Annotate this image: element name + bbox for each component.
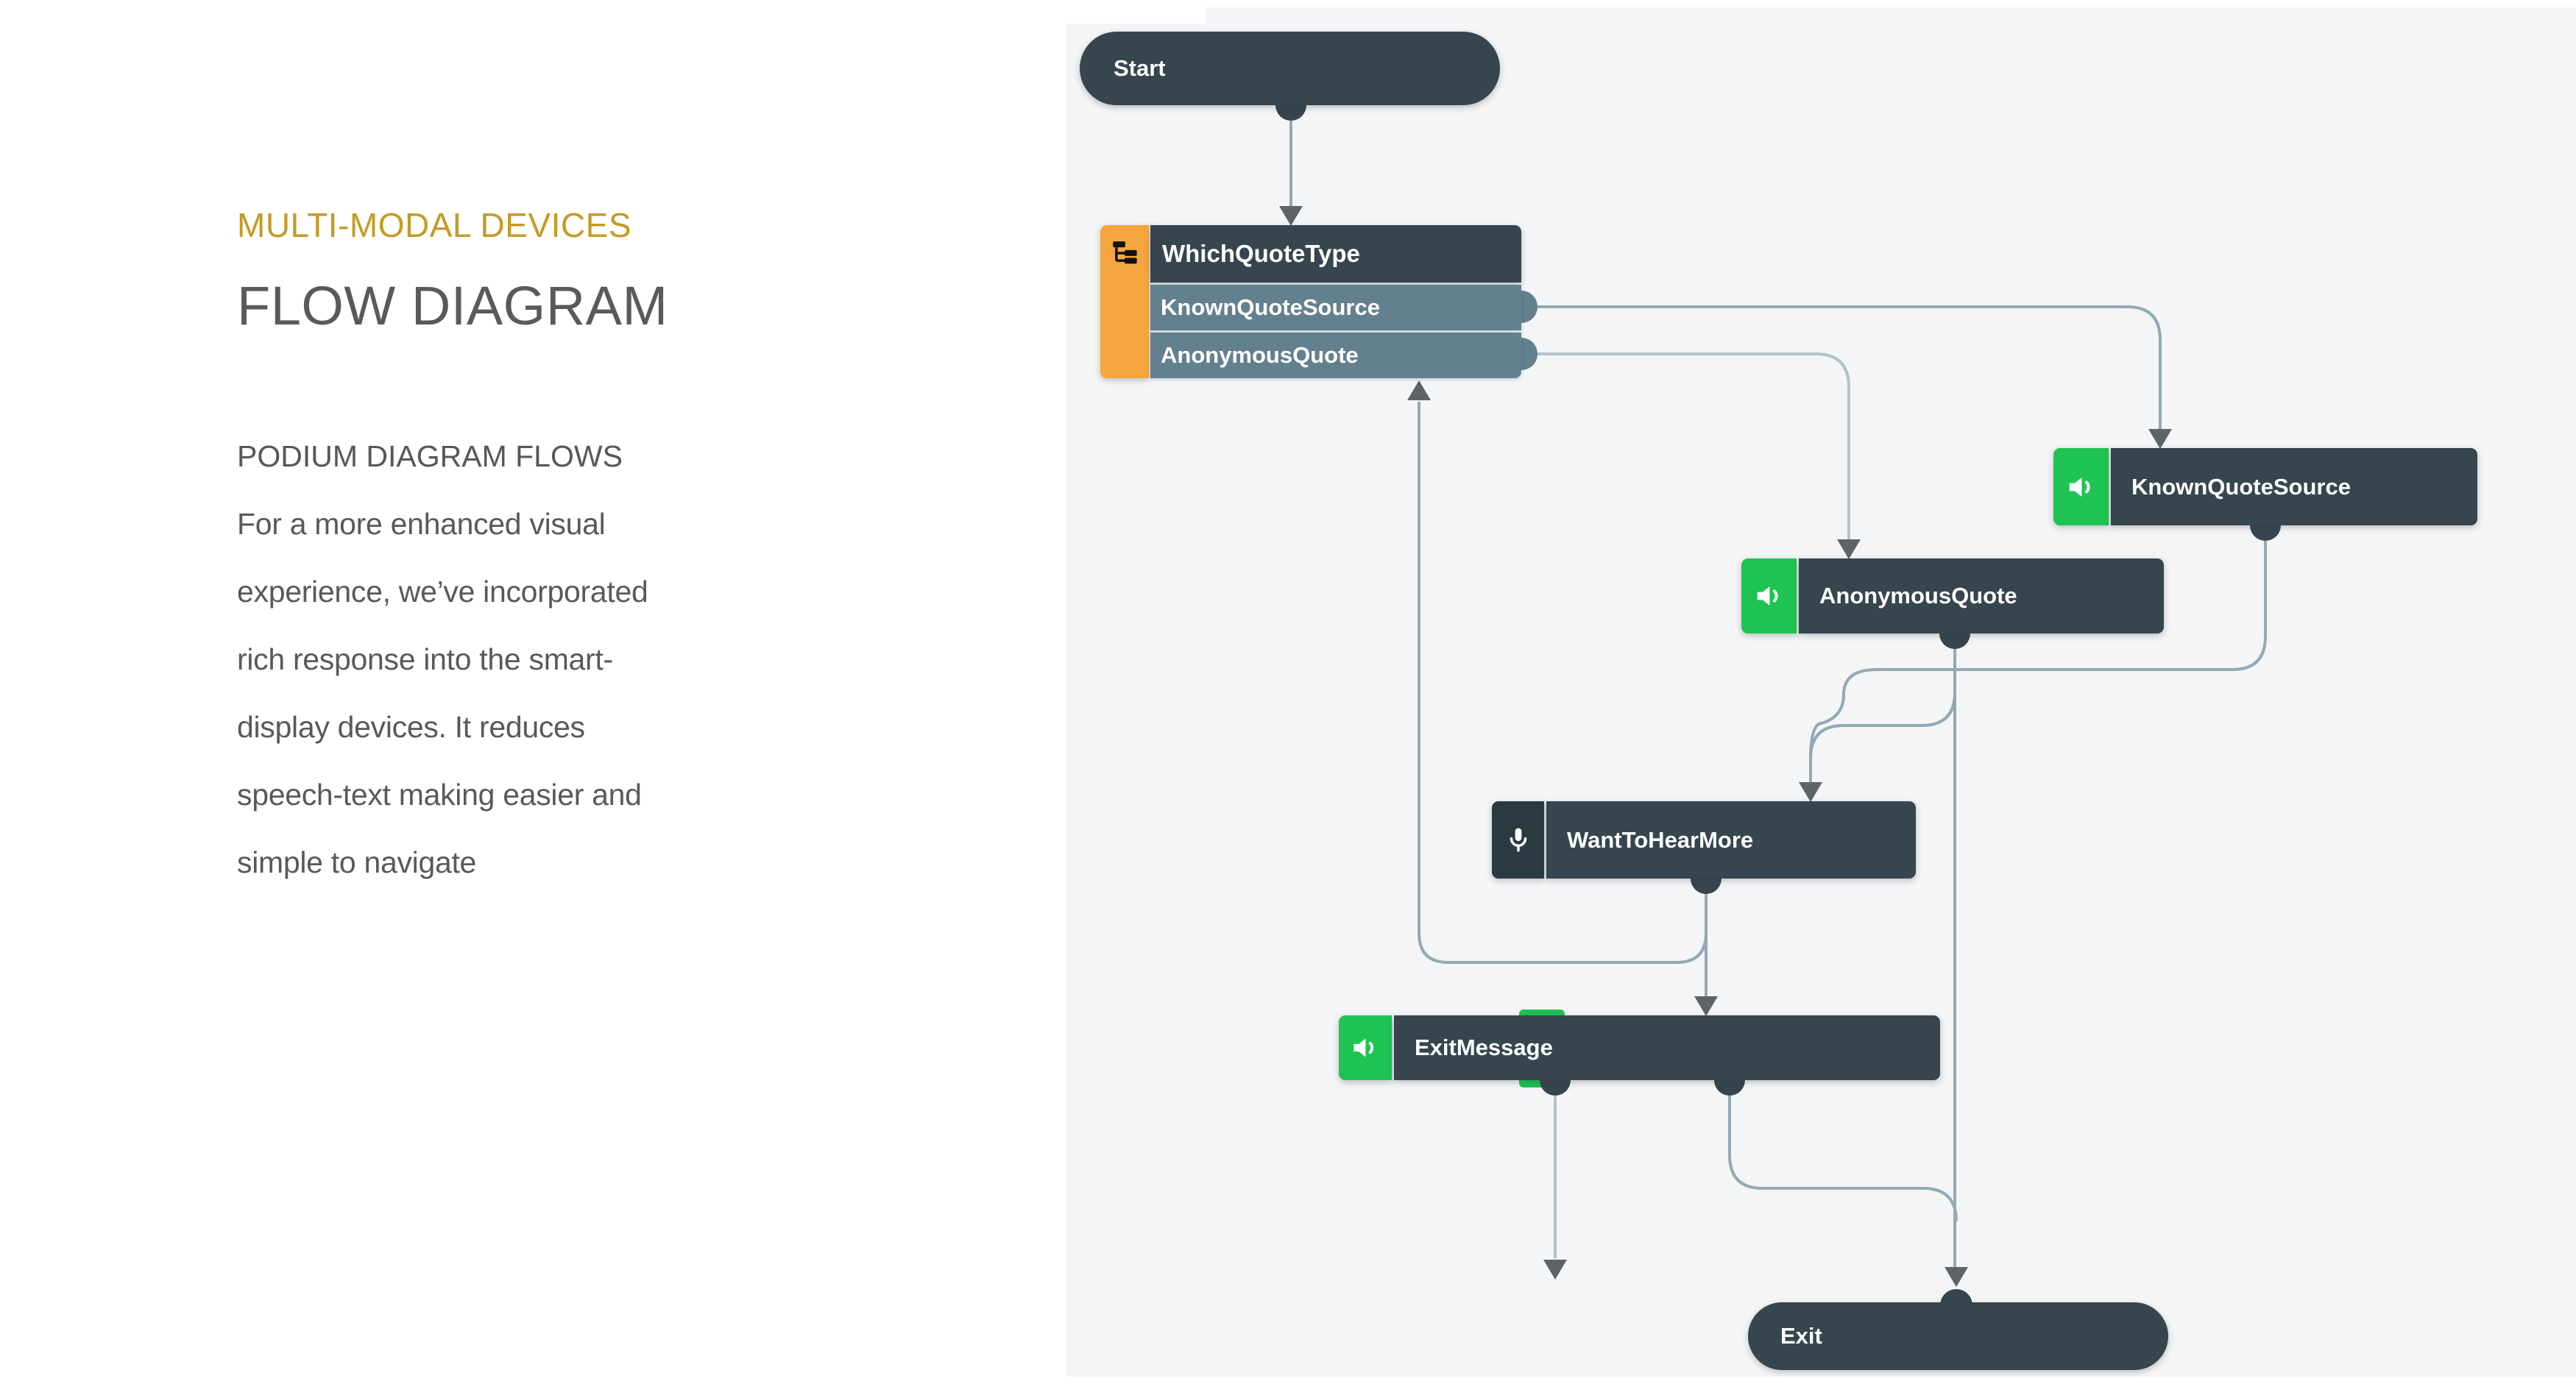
branch-row-label: KnownQuoteSource [1161,294,1380,320]
canvas-corner-notch [1066,7,1205,24]
microphone-icon [1510,828,1526,852]
arrowhead-up [1407,380,1431,400]
node-wanttohearmore[interactable]: WantToHearMore [1492,801,1916,879]
speaker-icon [1354,1038,1374,1057]
body-heading: PODIUM DIAGRAM FLOWS [237,439,623,474]
arrowheads [1279,206,2172,1287]
connector-anonymousquote-wanttohearmore [1809,634,1956,792]
branch-node-header[interactable]: WhichQuoteType [1150,225,1521,283]
arrowhead [1945,1267,1968,1287]
node-label: Start [1114,55,1166,81]
node-exit[interactable]: Exit [1748,1302,2168,1370]
node-knownquotesource[interactable]: KnownQuoteSource [2053,448,2477,525]
node-label: KnownQuoteSource [2131,473,2351,500]
speech-icon-block [1741,558,1797,634]
node-body: ExitMessage [1394,1015,1940,1080]
speech-icon-block [2053,448,2109,525]
branch-row-knownquotesource[interactable]: KnownQuoteSource [1150,285,1521,330]
node-label: ExitMessage [1415,1035,1553,1060]
node-whichquotetype[interactable]: WhichQuoteType KnownQuoteSource Anonymou… [1100,225,1521,378]
node-label: WantToHearMore [1567,826,1754,853]
page-title: FLOW DIAGRAM [237,274,668,336]
connectors [1289,105,2267,1282]
node-body: KnownQuoteSource [2111,448,2477,525]
node-body: WantToHearMore [1546,801,1916,879]
connector-row-knownquotesource [1524,305,2162,439]
speaker-icon [2069,477,2090,497]
branch-row-anonymousquote[interactable]: AnonymousQuote [1150,333,1521,378]
arrowhead [1799,782,1822,802]
node-start[interactable]: Start [1080,32,1500,105]
connector-wanttohearmore-loopback [1418,402,1708,964]
node-label: Exit [1780,1323,1822,1349]
arrowhead [1694,996,1718,1016]
node-label: WhichQuoteType [1162,240,1360,267]
node-body: AnonymousQuote [1799,558,2164,634]
body-paragraph: For a more enhanced visual experience, w… [237,507,648,880]
arrowhead [1837,539,1861,559]
listen-icon-block [1492,801,1544,879]
connector-exitmessage-exit [1728,1080,1958,1222]
branch-node-icon-block [1100,225,1149,378]
left-text-panel: MULTI-MODAL DEVICES FLOW DIAGRAM PODIUM … [237,206,796,896]
arrowhead-dangling [1543,1260,1567,1280]
branch-node-column: WhichQuoteType KnownQuoteSource Anonymou… [1150,225,1521,378]
eyebrow-label: MULTI-MODAL DEVICES [237,206,632,244]
speaker-icon [1757,586,1778,606]
node-label: AnonymousQuote [1819,583,2017,608]
speech-icon-block [1339,1015,1392,1080]
connector-knownquotesource-wanttohearmore [1809,525,2267,792]
connector-row-anonymousquote [1524,352,1850,550]
branch-row-label: AnonymousQuote [1161,342,1359,368]
node-exitmessage[interactable]: ExitMessage [1339,1015,1940,1080]
arrowhead [2148,429,2172,449]
branch-tree-icon [1113,241,1137,264]
arrowhead [1279,206,1303,226]
node-anonymousquote[interactable]: AnonymousQuote [1741,558,2164,634]
